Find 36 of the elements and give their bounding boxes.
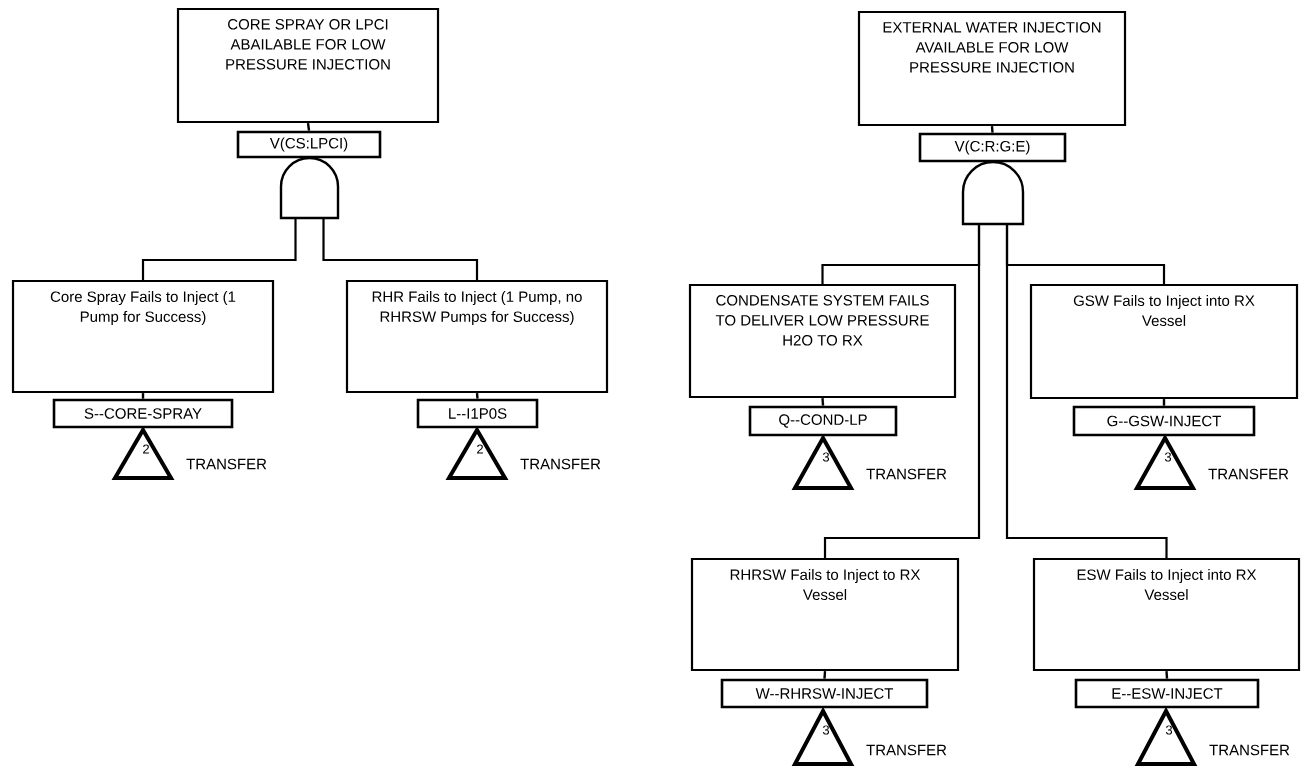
transfer-label: TRANSFER <box>1208 468 1289 480</box>
connector-line <box>141 393 145 399</box>
connector-line <box>1165 671 1169 679</box>
identifier-box: S--CORE-SPRAY <box>52 398 234 429</box>
identifier-box: E--ESW-INJECT <box>1074 678 1260 709</box>
event-box: RHRSW Fails to Inject to RX Vessel <box>690 557 960 672</box>
transfer-label: TRANSFER <box>186 458 267 470</box>
transfer-label: TRANSFER <box>866 744 947 756</box>
connector-line <box>306 122 311 131</box>
event-box: RHR Fails to Inject (1 Pump, no RHRSW Pumps for Success) <box>345 279 609 394</box>
identifier-box: G--GSW-INJECT <box>1072 405 1256 437</box>
event-box: GSW Fails to Inject into RX Vessel <box>1029 283 1299 400</box>
connector-line <box>990 126 994 133</box>
event-box: Core Spray Fails to Inject (1 Pump for Success) <box>11 279 275 394</box>
connector-line <box>823 224 981 558</box>
and-gate <box>961 160 1025 226</box>
transfer-label: TRANSFER <box>520 458 601 470</box>
identifier-box: W--RHRSW-INJECT <box>720 678 929 709</box>
event-box: ESW Fails to Inject into RX Vessel <box>1032 557 1301 672</box>
event-box: EXTERNAL WATER INJECTION AVAILABLE FOR LOW PRESSURE INJECTION <box>857 10 1127 127</box>
connector-line <box>475 393 479 399</box>
connector-line <box>823 671 827 679</box>
and-gate <box>279 156 340 220</box>
identifier-box: V(CS:LPCI) <box>236 130 382 159</box>
connector-line <box>1162 399 1166 406</box>
connector-line <box>141 218 297 280</box>
connector-line <box>1005 224 1168 558</box>
transfer-label: TRANSFER <box>866 468 947 480</box>
connector-line <box>821 398 825 406</box>
identifier-box: L--I1P0S <box>416 398 539 429</box>
identifier-box: Q--COND-LP <box>748 405 898 437</box>
connector-line <box>322 218 479 280</box>
event-box: CORE SPRAY OR LPCI ABAILABLE FOR LOW PRESSURE INJECTION <box>176 7 440 124</box>
event-box: CONDENSATE SYSTEM FAILS TO DELIVER LOW PRESSURE H2O TO RX <box>688 283 957 399</box>
transfer-label: TRANSFER <box>1209 744 1290 756</box>
identifier-box: V(C:R:G:E) <box>918 132 1067 163</box>
